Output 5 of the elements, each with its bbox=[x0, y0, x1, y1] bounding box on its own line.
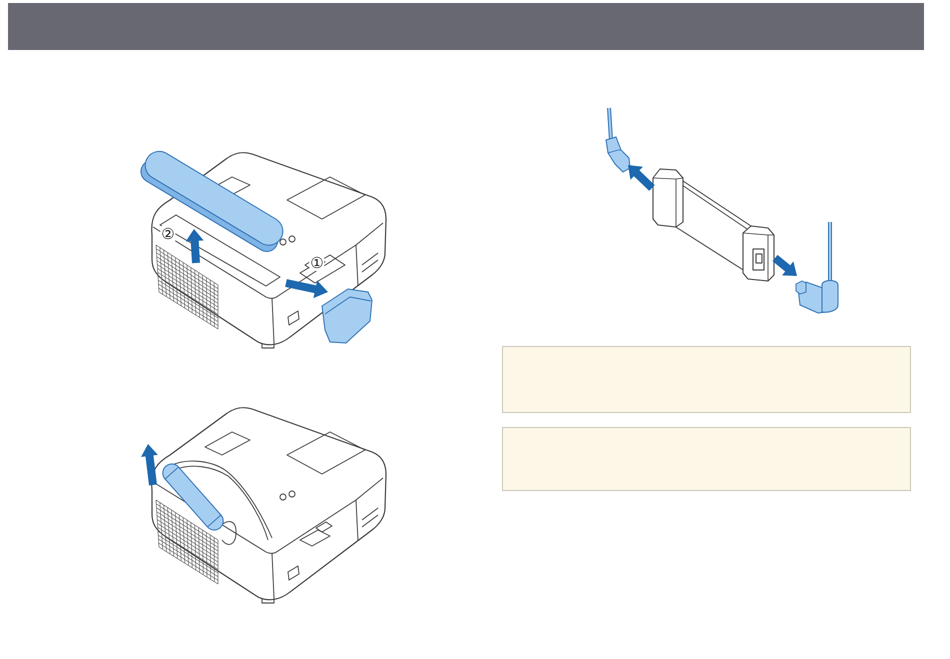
note-box bbox=[502, 346, 911, 413]
callout-number: ① bbox=[309, 255, 325, 271]
note-box bbox=[502, 427, 911, 491]
callout-number: ② bbox=[160, 226, 176, 242]
header-bar bbox=[8, 3, 924, 50]
